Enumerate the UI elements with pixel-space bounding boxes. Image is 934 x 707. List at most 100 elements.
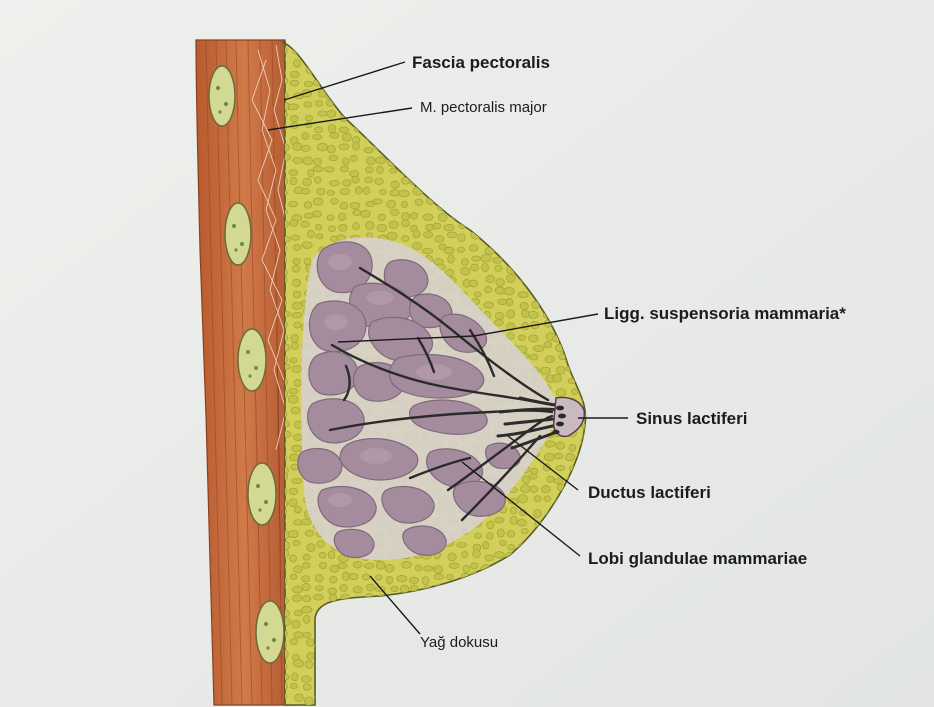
fat-cell	[413, 230, 420, 238]
fat-cell	[342, 572, 349, 580]
fat-cell	[422, 577, 429, 585]
fat-cell	[293, 59, 300, 67]
fat-cell	[302, 133, 309, 140]
fat-cell	[447, 574, 454, 580]
label-ductus-lactiferi: Ductus lactiferi	[588, 483, 711, 502]
fat-cell	[301, 145, 311, 151]
fat-cell	[444, 224, 454, 230]
fat-cell	[308, 169, 314, 177]
fat-cell	[305, 660, 313, 668]
fat-cell	[435, 236, 444, 243]
fat-cell	[306, 639, 314, 647]
fat-cell	[447, 232, 456, 238]
fat-cell	[462, 551, 468, 557]
fat-cell	[390, 209, 399, 215]
fat-cell	[315, 586, 323, 591]
fat-cell	[362, 574, 369, 580]
fat-cell	[302, 583, 310, 590]
fat-cell	[301, 221, 309, 227]
fat-cell	[291, 235, 299, 240]
fat-cell	[376, 561, 385, 569]
fat-cell	[461, 259, 468, 266]
fat-cell	[517, 520, 526, 527]
fat-cell	[353, 223, 360, 230]
fat-cell	[301, 676, 311, 682]
fat-cell	[317, 188, 325, 195]
fat-cell	[409, 577, 419, 583]
fat-cell	[507, 531, 515, 538]
fat-cell	[294, 507, 301, 514]
fat-cell	[481, 254, 491, 262]
fat-cell	[401, 201, 407, 207]
fat-cell	[289, 202, 298, 207]
fat-cell	[423, 248, 433, 253]
fat-cell	[391, 181, 399, 188]
fat-cell	[389, 221, 398, 229]
fat-cell	[353, 561, 362, 568]
fat-cell	[363, 187, 370, 195]
fat-cell	[471, 264, 479, 271]
fat-cell	[340, 202, 348, 209]
label-lobi-glandulae: Lobi glandulae mammariae	[588, 549, 807, 568]
fat-cell	[449, 563, 459, 569]
fat-cell	[355, 187, 362, 195]
fat-cell	[290, 639, 297, 645]
fat-cell	[499, 540, 506, 545]
fat-cell	[545, 356, 554, 363]
fat-cell	[303, 615, 310, 623]
fat-cell	[292, 595, 301, 602]
fat-cell	[290, 683, 297, 688]
fat-cell	[506, 298, 513, 305]
fat-cell	[302, 189, 310, 195]
fat-cell	[328, 588, 337, 594]
fat-cell	[496, 278, 505, 286]
fat-cell	[292, 620, 301, 628]
fat-cell	[438, 213, 447, 221]
fat-cell	[305, 530, 314, 536]
fat-cell	[485, 555, 494, 561]
fat-cell	[330, 576, 337, 583]
fat-cell	[291, 342, 298, 349]
fat-cell	[385, 565, 394, 573]
fat-cell	[352, 142, 359, 150]
fat-cell	[497, 529, 504, 537]
fat-cell	[290, 555, 297, 562]
rib	[238, 329, 266, 391]
fat-cell	[288, 395, 298, 403]
fat-cell	[329, 226, 336, 232]
fat-cell	[484, 302, 494, 308]
fat-cell	[553, 374, 562, 382]
fat-cell	[463, 565, 470, 573]
fat-cell	[340, 166, 348, 172]
fat-cell	[350, 202, 360, 209]
fat-cell	[314, 158, 322, 165]
fat-cell	[434, 566, 442, 574]
fat-cell	[518, 335, 525, 340]
fat-cell	[352, 176, 360, 183]
fat-cell	[423, 214, 433, 220]
fat-cell	[397, 576, 407, 582]
fat-cell	[366, 584, 374, 591]
fat-cell	[390, 190, 400, 196]
fat-cell	[402, 236, 409, 242]
fat-cell	[315, 574, 323, 582]
fat-cell	[547, 476, 554, 482]
fat-cell	[338, 563, 348, 568]
fat-cell	[315, 127, 323, 133]
fat-cell	[307, 653, 314, 660]
fat-cell	[303, 157, 313, 165]
fat-cell	[361, 210, 371, 217]
fat-cell	[544, 453, 554, 461]
fat-cell	[559, 354, 566, 360]
fat-cell	[343, 158, 350, 165]
fat-cell	[556, 465, 565, 470]
fat-cell	[470, 280, 478, 287]
rib	[248, 463, 276, 525]
fat-cell	[302, 242, 312, 249]
fat-cell	[302, 606, 312, 613]
fat-cell	[288, 531, 298, 538]
fat-cell	[444, 247, 454, 254]
fat-cell	[540, 367, 550, 374]
fat-cell	[556, 389, 566, 397]
fat-cell	[377, 166, 384, 173]
